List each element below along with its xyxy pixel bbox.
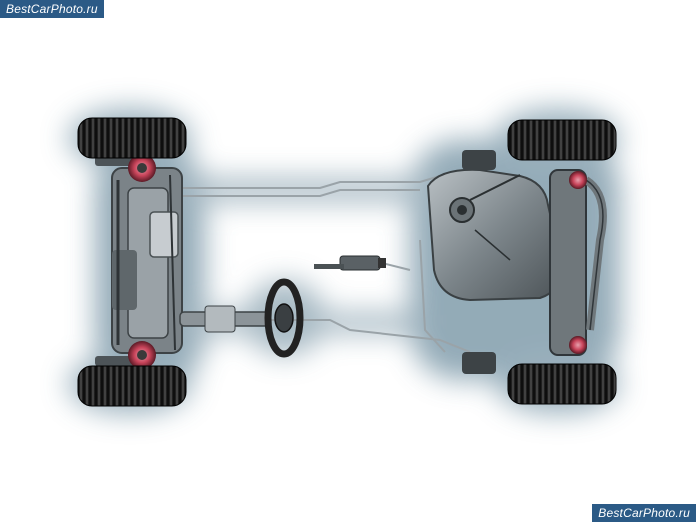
rear-right-bushing <box>569 336 587 354</box>
watermark-top: BestCarPhoto.ru <box>0 0 104 18</box>
front-subframe <box>95 156 183 366</box>
fuel-tank <box>426 168 562 302</box>
brake-lines <box>175 175 471 353</box>
rear-right-tire <box>507 363 617 405</box>
rear-axle <box>462 150 607 374</box>
rear-left-tire <box>507 119 617 161</box>
pedal-unit <box>314 255 386 271</box>
watermark-bottom: BestCarPhoto.ru <box>592 504 696 522</box>
front-left-tire <box>77 117 187 159</box>
front-right-tire <box>77 365 187 407</box>
rear-left-bushing <box>569 171 587 189</box>
steering-wheel <box>264 278 304 358</box>
